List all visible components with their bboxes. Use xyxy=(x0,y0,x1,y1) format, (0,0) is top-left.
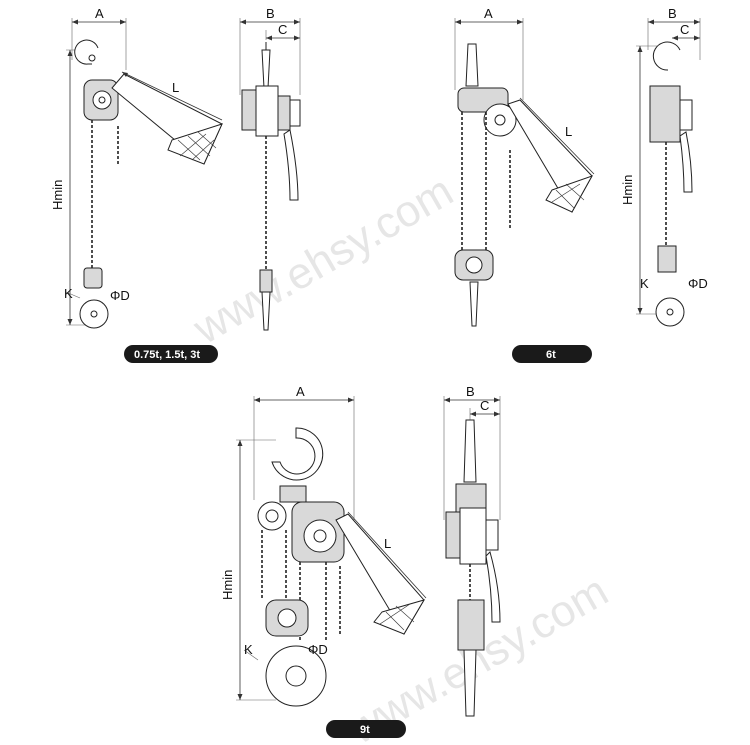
dim-label-d: ΦD xyxy=(110,288,130,303)
dim-label-a-6t: A xyxy=(484,6,493,21)
dim-label-l-6t: L xyxy=(565,124,572,139)
dim-label-c-9t: C xyxy=(480,398,489,413)
caption-6t: 6t xyxy=(512,345,592,363)
svg-text:6t: 6t xyxy=(546,349,556,361)
dim-label-d-9t: ΦD xyxy=(308,642,328,657)
dim-label-b-9t: B xyxy=(466,384,475,399)
figure-9t-side: B C xyxy=(443,384,501,717)
dim-label-a-9t: A xyxy=(296,384,305,399)
dim-label-b-6t: B xyxy=(668,6,677,21)
figure-9t-front: A Hmin L K ΦD xyxy=(220,384,427,707)
dim-label-hmin-6t: Hmin xyxy=(620,175,635,205)
dim-label-hmin: Hmin xyxy=(50,180,65,210)
dim-label-b: B xyxy=(266,6,275,21)
dim-label-l-9t: L xyxy=(384,536,391,551)
svg-text:9t: 9t xyxy=(360,724,370,736)
figure-6t-front: A L xyxy=(454,6,595,327)
caption-9t: 9t xyxy=(326,720,406,738)
dim-label-d-6t: ΦD xyxy=(688,276,708,291)
dim-label-a: A xyxy=(95,6,104,21)
dim-label-hmin-9t: Hmin xyxy=(220,570,235,600)
dim-label-k: K xyxy=(64,286,73,301)
dim-label-k-6t: K xyxy=(640,276,649,291)
caption-small-models: 0.75t, 1.5t, 3t xyxy=(124,345,218,363)
figure-small-front: A Hmin L K ΦD xyxy=(50,6,223,329)
figure-small-side: B C xyxy=(239,6,301,331)
dim-label-c-6t: C xyxy=(680,22,689,37)
svg-text:0.75t, 1.5t, 3t: 0.75t, 1.5t, 3t xyxy=(134,349,200,361)
dim-label-k-9t: K xyxy=(244,642,253,657)
figure-6t-side: B C Hmin K ΦD xyxy=(620,6,708,327)
dim-label-c: C xyxy=(278,22,287,37)
watermark-top: www.ehsy.com xyxy=(185,166,462,354)
dim-label-l: L xyxy=(172,80,179,95)
